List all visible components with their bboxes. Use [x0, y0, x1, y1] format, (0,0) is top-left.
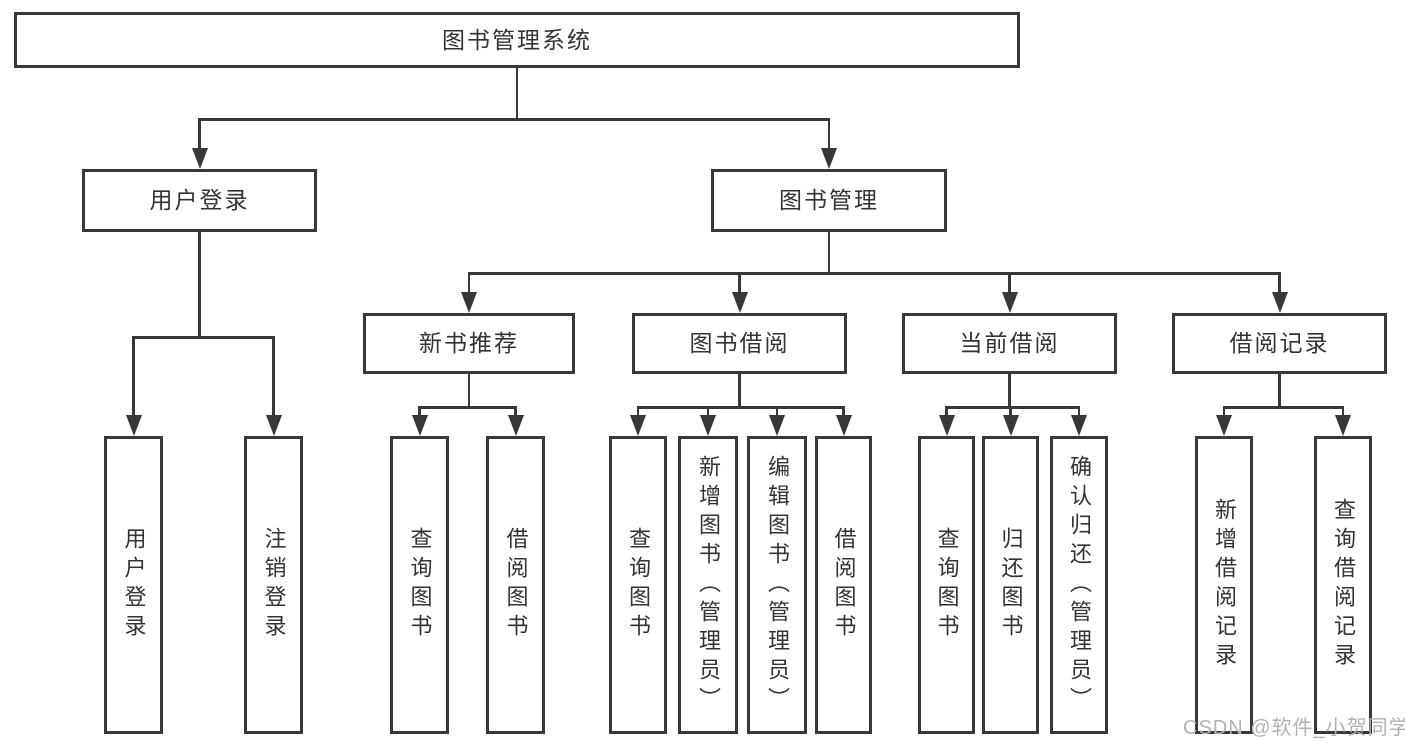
connector-stem-current-borrow — [1008, 374, 1011, 409]
connector-drop-borrow-records — [1222, 406, 1226, 419]
node-user-login-action: 用户登录 — [104, 436, 163, 734]
connector-drop-borrow-records — [1341, 406, 1345, 419]
arrowhead-icon — [821, 148, 837, 169]
connector-drop-new-book-recommend — [514, 406, 517, 419]
arrowhead-icon — [507, 415, 524, 436]
connector-drop-book-management — [467, 272, 471, 296]
arrowhead-icon — [1071, 415, 1087, 436]
node-confirm-return-admin: 确认归还（管理员） — [1050, 436, 1108, 734]
connector-bar-borrow-records — [1222, 406, 1345, 409]
node-new-book-recommend: 新书推荐 — [363, 313, 575, 374]
arrowhead-icon — [1216, 415, 1232, 436]
node-label-query-books-current: 查询图书 — [934, 527, 960, 643]
node-query-borrow-record: 查询借阅记录 — [1314, 436, 1372, 734]
node-label-logout-action: 注销登录 — [261, 527, 287, 643]
arrowhead-icon — [1335, 415, 1351, 436]
node-book-management: 图书管理 — [711, 169, 947, 232]
node-label-current-borrow: 当前借阅 — [959, 330, 1060, 356]
node-label-new-book-recommend: 新书推荐 — [419, 330, 519, 356]
connector-bar-book-management — [467, 272, 1281, 275]
connector-drop-current-borrow — [945, 406, 948, 419]
node-label-book-management: 图书管理 — [779, 187, 879, 213]
arrowhead-icon — [835, 415, 852, 436]
arrowhead-icon — [1002, 415, 1019, 436]
node-add-borrow-record: 新增借阅记录 — [1195, 436, 1253, 734]
connector-stem-book-management — [827, 232, 831, 275]
connector-drop-book-management — [738, 272, 741, 296]
arrowhead-icon — [461, 292, 477, 313]
node-label-edit-books-admin: 编辑图书（管理员） — [765, 454, 790, 716]
node-label-confirm-return-admin: 确认归还（管理员） — [1067, 454, 1092, 716]
connector-drop-new-book-recommend — [418, 406, 421, 419]
connector-stem-new-book-recommend — [467, 374, 471, 409]
node-borrow-books-borrow: 借阅图书 — [815, 436, 872, 734]
connector-stem-borrow-records — [1278, 374, 1281, 409]
arrowhead-icon — [938, 415, 955, 436]
node-label-query-books-recommend: 查询图书 — [407, 527, 433, 643]
node-label-user-login-action: 用户登录 — [121, 527, 147, 643]
connector-drop-book-borrow — [842, 406, 845, 419]
node-label-user-login: 用户登录 — [149, 187, 250, 213]
node-borrow-books-recommend: 借阅图书 — [486, 436, 545, 734]
connector-stem-book-borrow — [738, 374, 741, 409]
connector-drop-book-borrow — [636, 406, 640, 419]
connector-drop-book-borrow — [706, 406, 710, 419]
connector-bar-current-borrow — [945, 406, 1081, 409]
connector-stem-root — [515, 68, 519, 121]
connector-drop-book-management — [1278, 272, 1281, 296]
connector-drop-book-borrow — [775, 406, 779, 419]
node-logout-action: 注销登录 — [244, 436, 303, 734]
node-borrow-records: 借阅记录 — [1172, 313, 1387, 374]
arrowhead-icon — [191, 148, 208, 169]
node-label-root: 图书管理系统 — [442, 26, 592, 53]
node-label-borrow-books-recommend: 借阅图书 — [503, 527, 529, 643]
arrowhead-icon — [265, 415, 282, 436]
connector-drop-current-borrow — [1009, 406, 1012, 419]
csdn-watermark: CSDN @软件_小贺同学 — [1183, 717, 1405, 739]
node-edit-books-admin: 编辑图书（管理员） — [747, 436, 807, 734]
node-label-borrow-records: 借阅记录 — [1229, 330, 1330, 356]
node-query-books-current: 查询图书 — [918, 436, 975, 734]
node-user-login: 用户登录 — [82, 169, 317, 232]
node-label-borrow-books-borrow: 借阅图书 — [831, 527, 857, 643]
node-label-query-borrow-record: 查询借阅记录 — [1331, 498, 1356, 672]
connector-bar-book-borrow — [636, 406, 845, 409]
arrowhead-icon — [1271, 292, 1288, 313]
connector-bar-new-book-recommend — [418, 406, 517, 409]
node-label-query-books-borrow: 查询图书 — [626, 527, 651, 643]
node-current-borrow: 当前借阅 — [902, 313, 1117, 374]
node-query-books-recommend: 查询图书 — [390, 436, 449, 734]
node-add-books-admin: 新增图书（管理员） — [678, 436, 738, 734]
connector-drop-root — [827, 118, 831, 152]
connector-bar-user-login — [132, 336, 275, 339]
arrowhead-icon — [125, 415, 142, 436]
node-label-add-books-admin: 新增图书（管理员） — [696, 454, 721, 716]
node-label-add-borrow-record: 新增借阅记录 — [1212, 498, 1237, 672]
node-root: 图书管理系统 — [14, 12, 1020, 68]
connector-stem-user-login — [198, 232, 201, 339]
arrowhead-icon — [700, 415, 716, 436]
connector-bar-root — [198, 118, 831, 121]
arrowhead-icon — [411, 415, 428, 436]
connector-drop-user-login — [132, 336, 135, 419]
connector-drop-current-borrow — [1077, 406, 1081, 419]
arrowhead-icon — [731, 292, 748, 313]
connector-drop-user-login — [272, 336, 275, 419]
connector-drop-root — [198, 118, 201, 152]
node-query-books-borrow: 查询图书 — [609, 436, 667, 734]
arrowhead-icon — [1001, 292, 1018, 313]
arrowhead-icon — [630, 415, 646, 436]
node-book-borrow: 图书借阅 — [632, 313, 847, 374]
connector-drop-book-management — [1008, 272, 1011, 296]
node-label-return-books: 归还图书 — [998, 527, 1024, 643]
node-label-book-borrow: 图书借阅 — [689, 330, 790, 356]
node-return-books: 归还图书 — [982, 436, 1039, 734]
arrowhead-icon — [769, 415, 785, 436]
